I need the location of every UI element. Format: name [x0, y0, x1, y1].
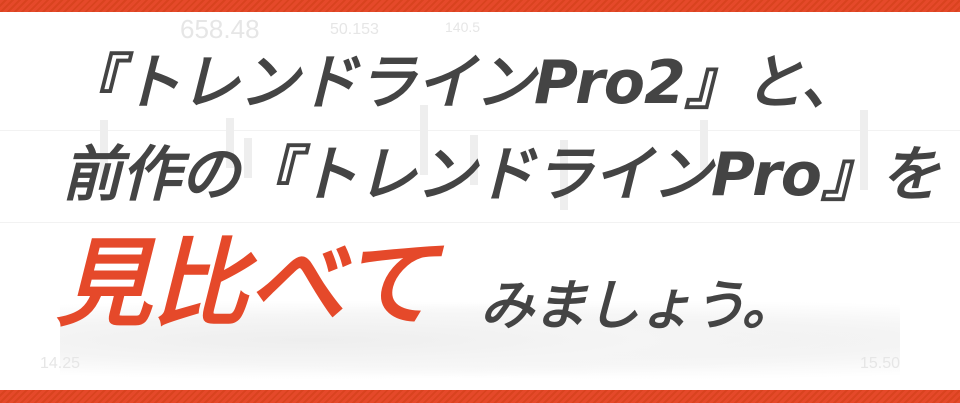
bottom-accent-bar — [0, 390, 960, 403]
candlestick — [420, 105, 428, 175]
grid-line — [0, 222, 960, 223]
headline-line-2: 前作の『トレンドラインPro』を — [62, 140, 940, 210]
headline-line-1: 『トレンドラインPro2』と、 — [62, 48, 860, 118]
bg-number: 658.48 — [180, 14, 260, 44]
bg-number: 14.25 — [40, 355, 81, 372]
bg-number: 140.5 — [445, 19, 481, 35]
candlestick — [860, 110, 868, 190]
world-map-graphic — [60, 300, 900, 380]
candlestick — [470, 135, 478, 185]
headline-emphasis: 見比べて — [56, 228, 437, 340]
candlestick — [100, 120, 108, 180]
candlestick — [244, 138, 252, 178]
candlestick — [226, 118, 234, 168]
candlestick — [560, 140, 568, 210]
bg-number: 15.50 — [860, 355, 901, 372]
candlestick — [700, 120, 708, 170]
headline-line-3: みましょう。 — [480, 274, 796, 337]
grid-line — [0, 130, 960, 131]
bg-number: 50.153 — [330, 21, 379, 38]
top-accent-bar — [0, 0, 960, 12]
